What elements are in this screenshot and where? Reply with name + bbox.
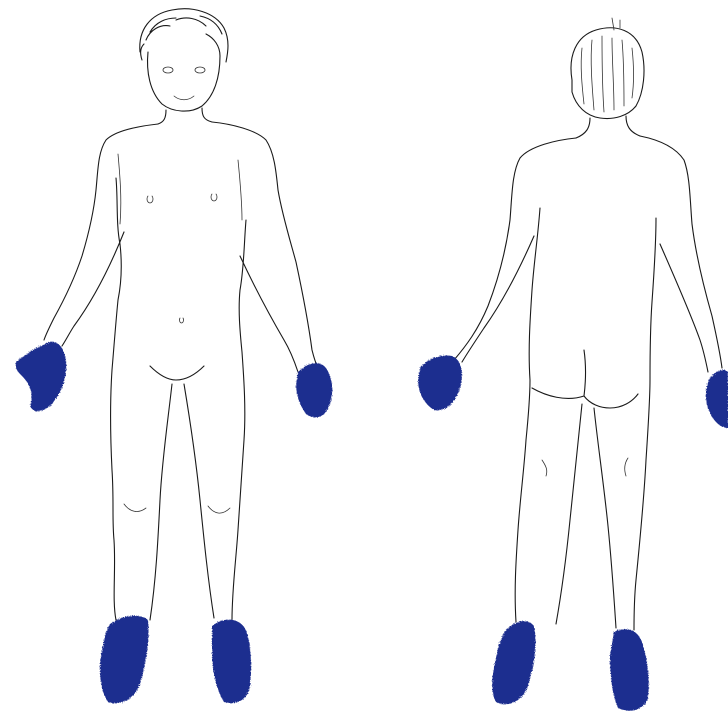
front-marked-regions <box>15 342 332 704</box>
front-view <box>15 9 332 703</box>
front-nipples <box>147 194 217 203</box>
front-left-foot-marking <box>100 616 149 704</box>
front-navel <box>179 318 183 323</box>
front-neck <box>158 108 212 124</box>
front-hair <box>140 9 228 62</box>
back-head <box>571 28 644 119</box>
front-right-foot-marking <box>212 620 251 704</box>
front-right-inner-arm <box>240 256 298 372</box>
back-marked-regions <box>418 356 728 711</box>
back-hair-strands <box>581 18 633 112</box>
front-chest-lines <box>118 154 242 224</box>
back-neck <box>576 116 640 138</box>
front-right-hand-marking <box>296 363 332 417</box>
back-view <box>418 18 728 711</box>
front-mouth <box>174 96 194 100</box>
front-inner-legs <box>150 366 214 620</box>
front-right-eye <box>195 67 205 73</box>
back-inner-legs <box>556 404 616 628</box>
front-left-inner-arm <box>62 232 124 346</box>
back-left-inner-arm <box>462 236 534 362</box>
back-right-foot-marking <box>610 629 649 711</box>
front-left-eye <box>163 67 173 73</box>
back-buttocks <box>532 350 638 408</box>
back-left-outline <box>454 138 576 622</box>
back-left-foot-marking <box>492 621 535 704</box>
back-right-inner-arm <box>660 244 708 372</box>
back-left-hand-marking <box>418 356 462 411</box>
front-knees <box>124 504 230 513</box>
front-left-hand-marking <box>15 342 66 412</box>
back-right-hand-marking <box>706 370 728 428</box>
back-knee-lines <box>542 458 628 476</box>
